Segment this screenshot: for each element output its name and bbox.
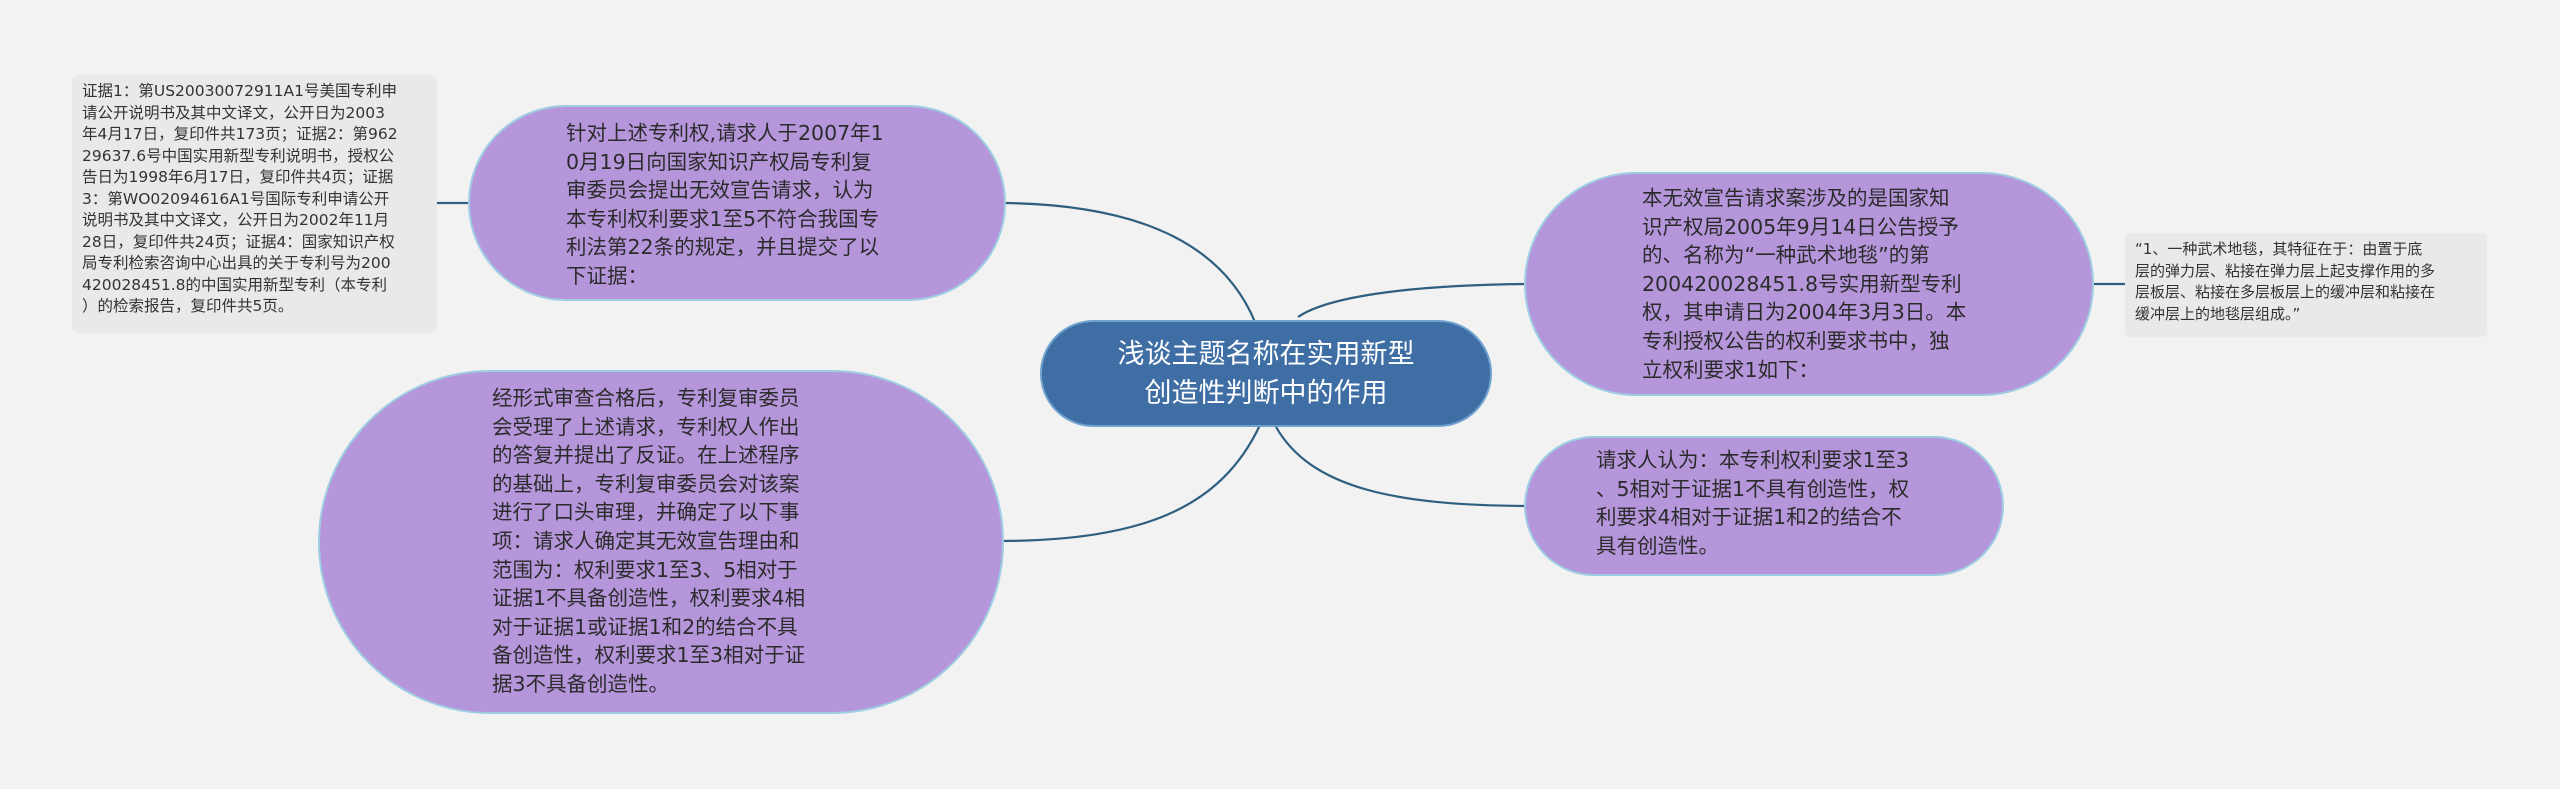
note-claim-1: “1、一种武术地毯，其特征在于：由置于底 层的弹力层、粘接在弹力层上起支撑作用的… bbox=[2125, 233, 2487, 337]
connector-root-to-top-right bbox=[1297, 282, 1526, 318]
topic-requester-opinion: 请求人认为：本专利权利要求1至3 、5相对于证据1不具有创造性，权 利要求4相对… bbox=[1524, 436, 2004, 576]
topic-request-evidence: 针对上述专利权,请求人于2007年1 0月19日向国家知识产权局专利复 审委员会… bbox=[468, 105, 1006, 301]
connector-root-to-bottom-right bbox=[1274, 424, 1526, 508]
root-topic: 浅谈主题名称在实用新型 创造性判断中的作用 bbox=[1040, 320, 1492, 427]
topic-patent-background: 本无效宣告请求案涉及的是国家知 识产权局2005年9月14日公告授予 的、名称为… bbox=[1524, 172, 2094, 396]
topic-review-procedure: 经形式审查合格后，专利复审委员 会受理了上述请求，专利权人作出 的答复并提出了反… bbox=[318, 370, 1004, 714]
note-evidence-list: 证据1：第US20030072911A1号美国专利申 请公开说明书及其中文译文，… bbox=[72, 75, 437, 333]
connector-root-to-bottom-left bbox=[1001, 424, 1261, 543]
connector-root-to-top-left bbox=[1004, 201, 1257, 323]
